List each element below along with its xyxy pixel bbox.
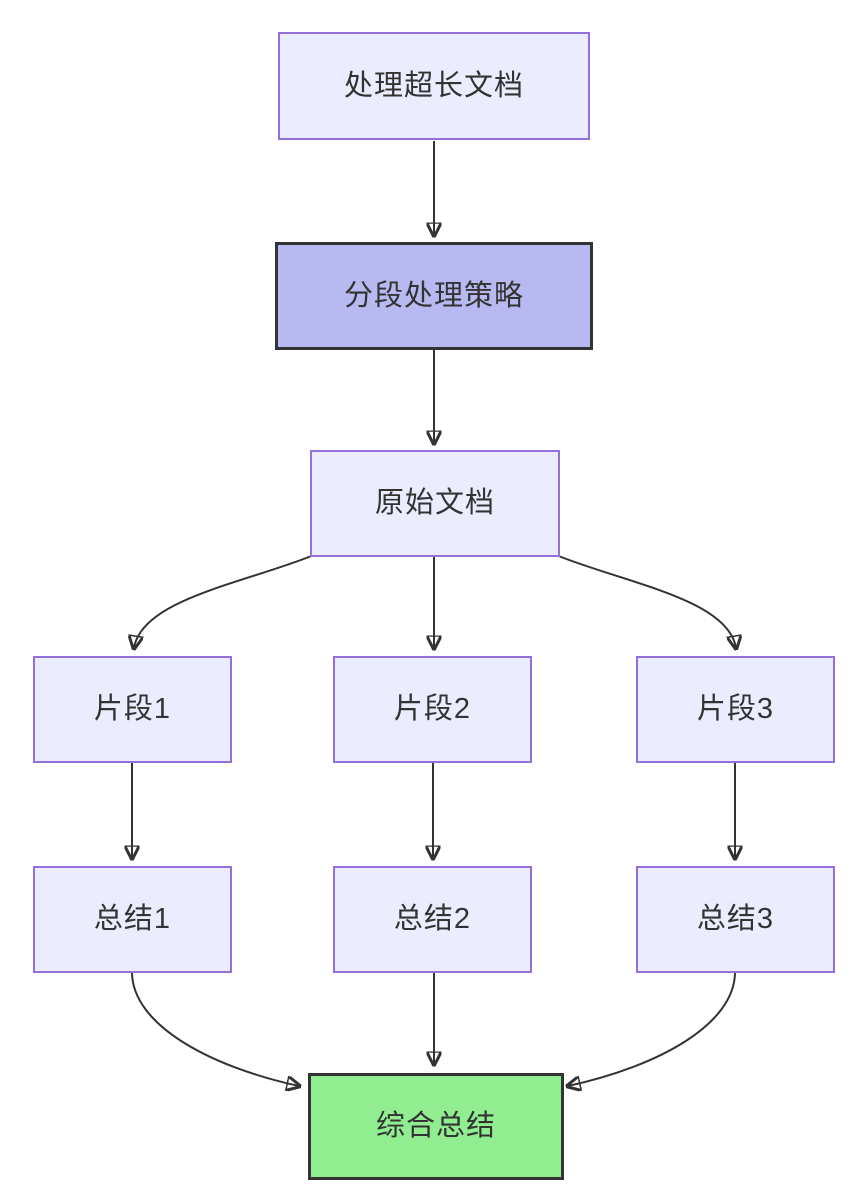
edge-source-to-chunk1 [134, 554, 315, 648]
node-summary-2: 总结2 [333, 866, 532, 973]
node-fragment-1: 片段1 [33, 656, 232, 763]
edge-summary3-to-final [568, 972, 736, 1086]
node-final-summary: 综合总结 [308, 1073, 564, 1180]
node-summary-3: 总结3 [636, 866, 835, 973]
node-process-long-doc: 处理超长文档 [278, 32, 590, 140]
node-original-document: 原始文档 [310, 450, 560, 557]
edge-source-to-chunk3 [555, 554, 736, 648]
edge-summary1-to-final [131, 972, 299, 1086]
node-summary-1: 总结1 [33, 866, 232, 973]
node-segmentation-strategy: 分段处理策略 [275, 242, 593, 350]
node-fragment-3: 片段3 [636, 656, 835, 763]
node-fragment-2: 片段2 [333, 656, 532, 763]
